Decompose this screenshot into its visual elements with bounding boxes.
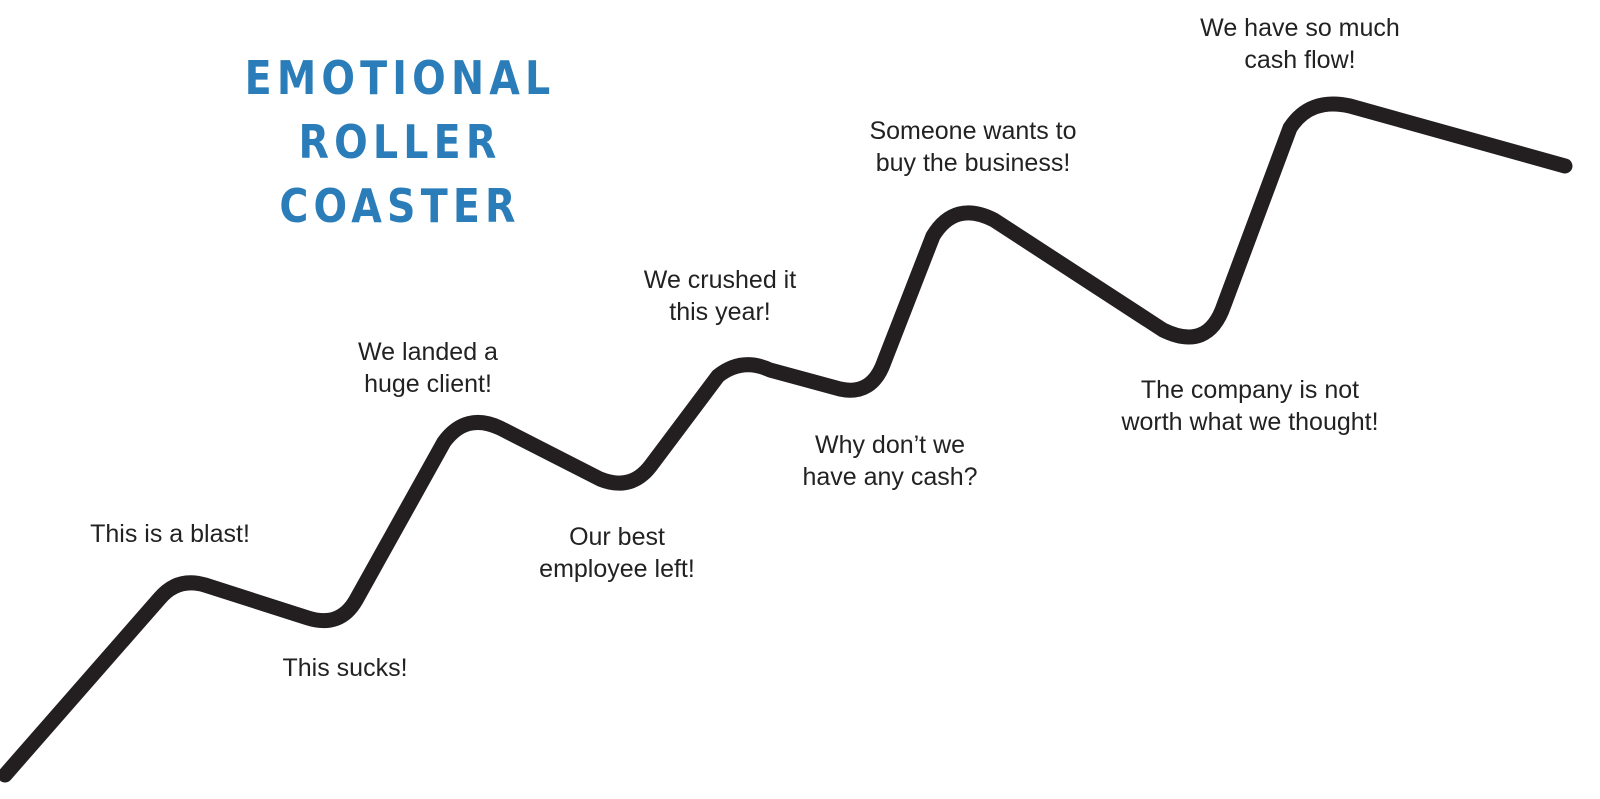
label-this-sucks: This sucks! <box>255 652 435 684</box>
label-text: Someone wants to <box>869 117 1077 145</box>
label-text: worth what we thought! <box>1121 408 1379 436</box>
coaster-line <box>0 96 1573 783</box>
label-text: This is a blast! <box>90 520 250 548</box>
label-huge-client: We landed a huge client! <box>318 336 538 400</box>
label-no-cash: Why don’t we have any cash? <box>770 429 1010 493</box>
label-text: Our best <box>569 523 665 551</box>
diagram-title: EMOTIONAL ROLLER COASTER <box>185 46 615 238</box>
label-text: buy the business! <box>875 149 1071 177</box>
label-text: We have so much <box>1200 14 1400 42</box>
label-this-is-a-blast: This is a blast! <box>70 518 270 550</box>
label-text: employee left! <box>539 555 695 583</box>
title-line-1: EMOTIONAL ROLLER <box>244 51 556 169</box>
label-text: cash flow! <box>1244 46 1356 74</box>
label-text: have any cash? <box>802 463 978 491</box>
label-text: The company is not <box>1140 376 1360 404</box>
label-buy-the-business: Someone wants to buy the business! <box>828 115 1118 179</box>
label-not-worth: The company is not worth what we thought… <box>1070 374 1430 438</box>
label-text: We landed a <box>358 338 498 366</box>
label-text: this year! <box>669 298 771 326</box>
label-crushed-it: We crushed it this year! <box>605 264 835 328</box>
label-text: We crushed it <box>643 266 797 294</box>
label-best-employee-left: Our best employee left! <box>502 521 732 585</box>
label-cash-flow: We have so much cash flow! <box>1160 12 1440 76</box>
title-line-2: COASTER <box>279 179 521 233</box>
label-text: Why don’t we <box>814 431 966 459</box>
label-text: huge client! <box>364 370 492 398</box>
label-text: This sucks! <box>282 654 408 682</box>
